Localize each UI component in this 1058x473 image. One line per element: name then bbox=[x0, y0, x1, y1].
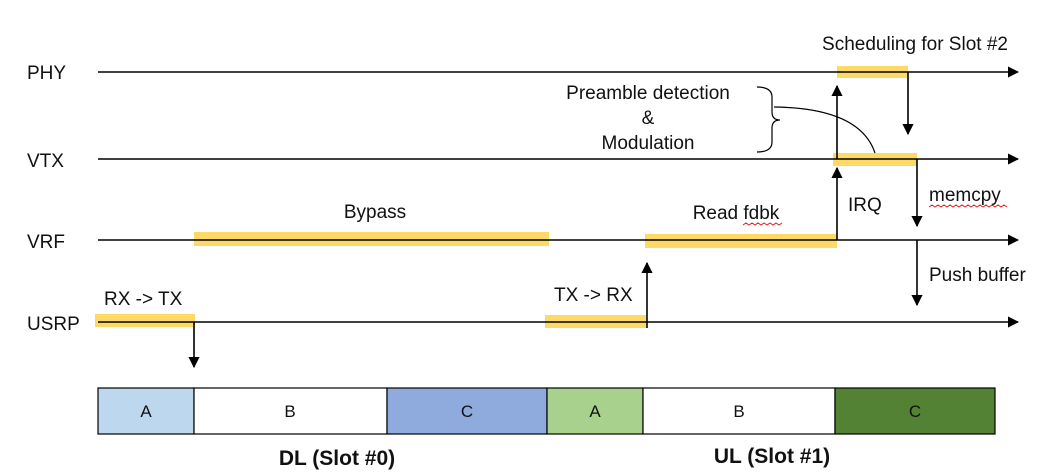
dl-slot-label: DL (Slot #0) bbox=[279, 447, 395, 470]
dl-segment-c bbox=[386, 387, 548, 435]
ul-slot-label: UL (Slot #1) bbox=[714, 445, 830, 468]
ul-segment-a-label: A bbox=[589, 402, 601, 421]
lane-label-phy: PHY bbox=[27, 63, 66, 84]
read-fdbk-label: Read fdbk bbox=[693, 203, 780, 224]
irq-label: IRQ bbox=[848, 195, 882, 216]
lane-label-vrf: VRF bbox=[27, 232, 65, 253]
rx-tx-label: RX -> TX bbox=[104, 289, 183, 310]
ul-segment-b-label: B bbox=[733, 402, 744, 421]
lane-label-vtx: VTX bbox=[27, 151, 64, 172]
lane-label-usrp: USRP bbox=[27, 314, 80, 335]
ul-segment-c bbox=[834, 387, 996, 435]
ul-segment-c-label: C bbox=[909, 402, 921, 421]
preamble-brace bbox=[756, 86, 781, 153]
dl-segment-b bbox=[193, 387, 388, 435]
dl-segment-a-label: A bbox=[140, 402, 152, 421]
preamble-label-line2: & bbox=[642, 108, 655, 129]
preamble-label-line1: Preamble detection bbox=[566, 83, 730, 104]
memcpy-label: memcpy bbox=[929, 185, 1001, 206]
push-buffer-label: Push buffer bbox=[929, 265, 1027, 286]
bypass-label: Bypass bbox=[344, 202, 406, 223]
preamble-label-line3: Modulation bbox=[602, 133, 695, 154]
dl-segment-b-label: B bbox=[284, 402, 295, 421]
dl-segment-c-label: C bbox=[461, 402, 473, 421]
preamble-callout-curve bbox=[773, 106, 876, 154]
tx-rx-label: TX -> RX bbox=[554, 285, 633, 306]
usrp-rx-tx-highlight bbox=[95, 314, 195, 327]
memcpy-spellcheck-squiggle bbox=[928, 204, 1008, 208]
scheduling-label: Scheduling for Slot #2 bbox=[822, 34, 1008, 55]
slot-segment-bar: A B C A B C bbox=[97, 387, 996, 435]
fdbk-spellcheck-squiggle bbox=[742, 222, 783, 226]
ul-segment-a bbox=[546, 387, 644, 435]
vrf-bypass-highlight bbox=[194, 232, 549, 246]
vrf-read-fdbk-highlight bbox=[645, 234, 837, 248]
